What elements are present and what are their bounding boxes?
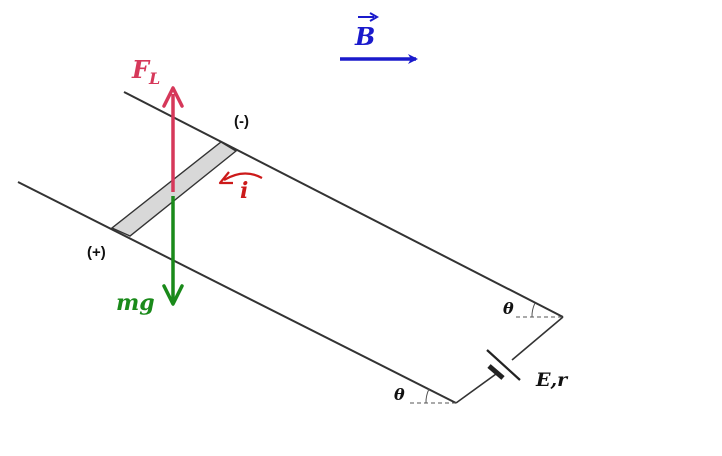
lorentz-force-subscript: L <box>148 69 160 88</box>
source-label: E,r <box>535 369 569 391</box>
angle-arc-bottom <box>425 388 430 404</box>
lorentz-force-label: FL <box>131 55 160 88</box>
rail-top <box>123 91 564 318</box>
connector-wire-lower <box>455 373 497 404</box>
angle-arc-top <box>531 302 536 318</box>
rail-bottom <box>17 181 457 404</box>
weight-arrowhead <box>162 284 184 306</box>
positive-terminal-label: (+) <box>87 244 106 261</box>
current-arrow <box>223 172 263 181</box>
b-field-label: B <box>354 22 375 51</box>
negative-terminal-label: (-) <box>234 113 249 130</box>
weight-label: mg <box>116 290 155 316</box>
angle-top-label: θ <box>503 299 514 318</box>
angle-bottom-label: θ <box>394 385 405 404</box>
lorentz-force-arrowhead <box>162 86 184 108</box>
b-vector-mark-head <box>369 12 380 22</box>
current-arrowhead <box>218 171 233 185</box>
battery-icon <box>486 349 521 381</box>
connector-wire-upper <box>511 316 564 361</box>
current-label: i <box>240 178 248 204</box>
